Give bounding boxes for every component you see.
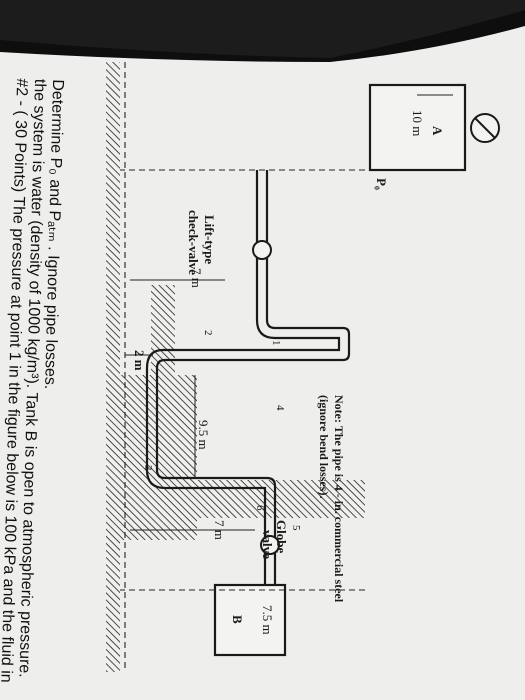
note-line-1: Note: The pipe is 4 - in. commercial ste… <box>332 395 346 603</box>
ground-wall <box>106 62 120 672</box>
point-4: 4 <box>274 405 286 411</box>
p0-label: P₀ <box>374 178 389 190</box>
globe-valve-icon <box>260 535 280 555</box>
note-line-2: (ignore bend losses). <box>317 395 331 498</box>
tank-b-label: B <box>230 615 245 624</box>
problem-statement: #2 - ( 30 Points) The pressure at point … <box>0 78 66 683</box>
dim-left-drop-label: 7 m <box>189 268 204 288</box>
tank-a-height-label: 10 m <box>410 110 425 136</box>
tank-a <box>368 83 467 172</box>
globe-valve-label-1: Globe <box>274 520 289 553</box>
tank-a-label: A <box>430 126 445 136</box>
dim-bottom-label: 2 m <box>132 350 147 371</box>
rotated-page: #2 - ( 30 Points) The pressure at point … <box>0 62 500 683</box>
pipe <box>155 170 351 600</box>
right-pillar-wall <box>195 480 365 518</box>
point-2: 2 <box>202 330 214 336</box>
gauge-needle <box>474 117 496 139</box>
point-3: 3 <box>142 465 154 471</box>
globe-valve-label-2: valve <box>260 530 275 559</box>
tank-b <box>213 583 287 657</box>
point-6: 6 <box>254 505 266 511</box>
dim-horizontal-label: 9.5 m <box>196 420 211 450</box>
left-hump-wall <box>151 285 175 375</box>
check-valve-icon <box>252 240 272 260</box>
tank-b-height-label: 7.5 m <box>260 605 275 635</box>
point-1: 1 <box>270 340 282 346</box>
point-5: 5 <box>290 525 302 531</box>
dim-right-rise-label: 7 m <box>212 520 227 540</box>
pipe-inner <box>145 170 341 600</box>
check-valve-label-1: Lift-type <box>202 215 217 264</box>
check-valve-label-2: check-valve <box>186 210 201 275</box>
